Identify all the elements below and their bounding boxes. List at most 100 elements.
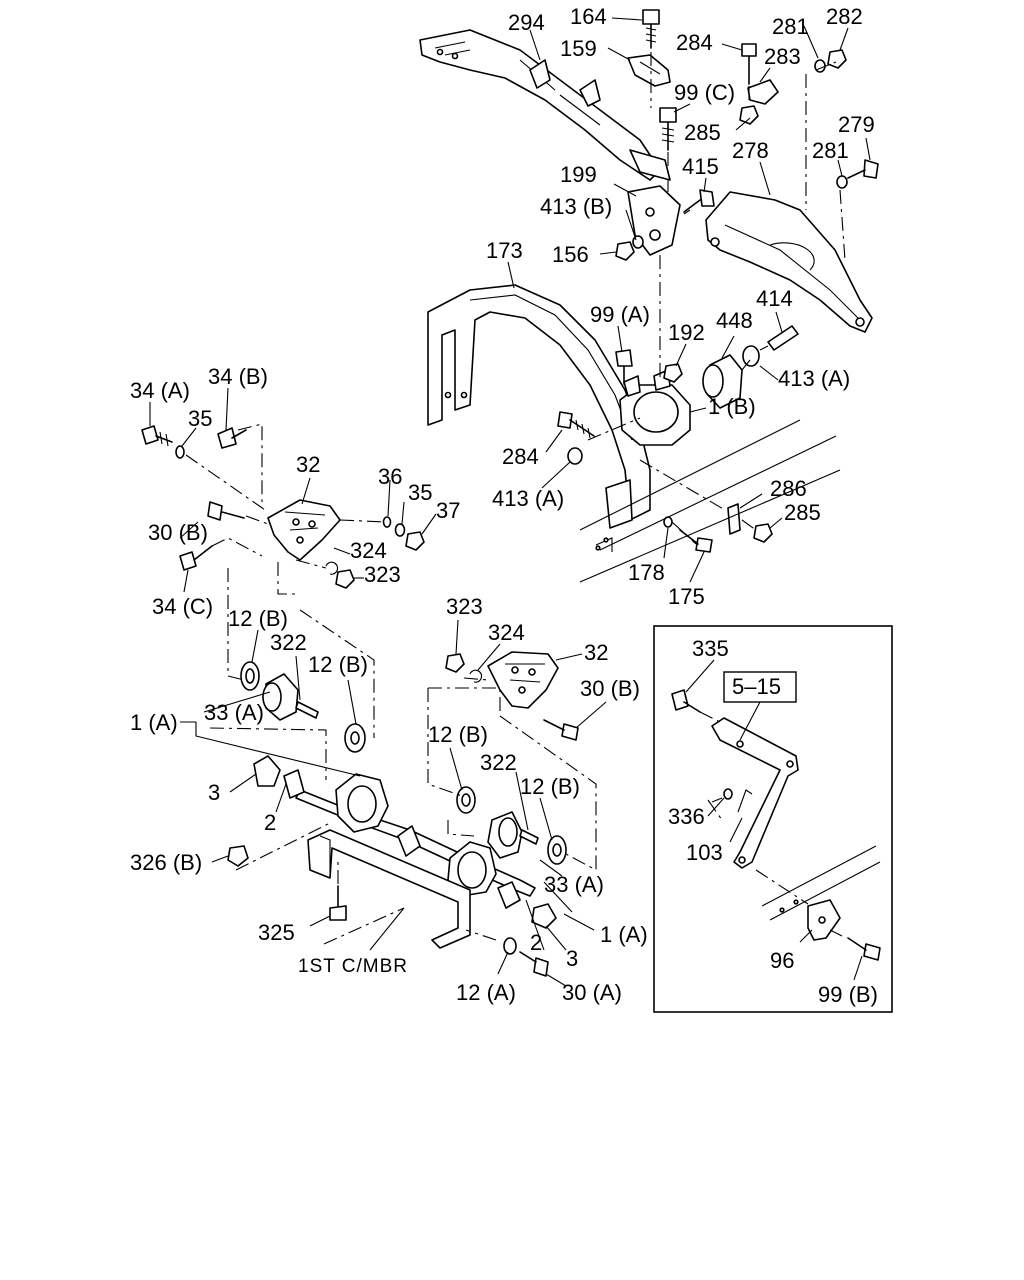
label-5-15: 5–15 xyxy=(732,674,781,699)
washer-413b xyxy=(632,235,644,249)
washer-413a-right xyxy=(742,345,760,367)
bolt-164 xyxy=(642,9,660,49)
label-34b: 34 (B) xyxy=(208,364,268,389)
label-1b: 1 (B) xyxy=(708,394,756,419)
label-281-mid: 281 xyxy=(812,138,849,163)
label-1st-crossmember: 1ST C/MBR xyxy=(298,956,408,977)
shaft-assembly xyxy=(253,755,557,929)
label-324-right: 324 xyxy=(488,620,525,645)
lever-link xyxy=(711,717,799,869)
label-99b: 99 (B) xyxy=(818,982,878,1007)
label-32-right: 32 xyxy=(584,640,608,665)
crossmember-278 xyxy=(705,191,873,333)
label-323-left: 323 xyxy=(364,562,401,587)
bolt-30b-left xyxy=(207,501,245,521)
washer-35-right xyxy=(394,523,406,537)
label-448: 448 xyxy=(716,308,753,333)
pin-322-right xyxy=(519,829,539,845)
alignment-lines xyxy=(185,52,846,945)
bolt-284-mid xyxy=(557,411,595,439)
nut-156 xyxy=(615,241,635,261)
label-30b-left: 30 (B) xyxy=(148,520,208,545)
label-284-mid: 284 xyxy=(502,444,539,469)
label-294: 294 xyxy=(508,10,545,35)
label-1a-right: 1 (A) xyxy=(600,922,648,947)
label-12b-4: 12 (B) xyxy=(520,774,580,799)
bolt-34b xyxy=(217,427,247,449)
label-35-right: 35 xyxy=(408,480,432,505)
label-96: 96 xyxy=(770,948,794,973)
label-325: 325 xyxy=(258,920,295,945)
washer-12b-4 xyxy=(547,835,567,865)
label-322-left: 322 xyxy=(270,630,307,655)
leader-lines xyxy=(149,17,871,987)
label-283: 283 xyxy=(764,44,801,69)
label-199: 199 xyxy=(560,162,597,187)
label-326b: 326 (B) xyxy=(130,850,202,875)
label-99c: 99 (C) xyxy=(674,80,735,105)
nut-323-left xyxy=(335,569,355,589)
label-324-left: 324 xyxy=(350,538,387,563)
label-413b: 413 (B) xyxy=(540,194,612,219)
washer-35-left xyxy=(175,445,185,459)
label-12b-2: 12 (B) xyxy=(308,652,368,677)
clip-159 xyxy=(627,54,671,87)
label-33a-right: 33 (A) xyxy=(544,872,604,897)
crossmember-173 xyxy=(427,284,651,529)
bolt-34a xyxy=(141,425,173,447)
label-279: 279 xyxy=(838,112,875,137)
callout-labels: 294 164 159 284 283 281 282 99 (C) 285 2… xyxy=(130,4,878,1007)
label-413a-right: 413 (A) xyxy=(778,366,850,391)
bolt-99c xyxy=(659,107,677,151)
label-284-top: 284 xyxy=(676,30,713,55)
cushion-33a-left xyxy=(262,673,299,721)
plate-286 xyxy=(727,503,741,535)
label-282: 282 xyxy=(826,4,863,29)
washer-281-mid xyxy=(836,175,848,189)
label-164: 164 xyxy=(570,4,607,29)
bracket-283 xyxy=(747,79,779,105)
washer-12b-1 xyxy=(240,661,260,691)
cushion-33a-right xyxy=(487,811,523,859)
bolt-335 xyxy=(671,689,701,713)
label-12b-3: 12 (B) xyxy=(428,722,488,747)
washer-36 xyxy=(382,516,392,528)
label-414: 414 xyxy=(756,286,793,311)
label-281-top: 281 xyxy=(772,14,809,39)
label-286: 286 xyxy=(770,476,807,501)
label-32-left: 32 xyxy=(296,452,320,477)
label-30a: 30 (A) xyxy=(562,980,622,1005)
label-278: 278 xyxy=(732,138,769,163)
label-37: 37 xyxy=(436,498,460,523)
label-3-left: 3 xyxy=(208,780,220,805)
label-413a-mid: 413 (A) xyxy=(492,486,564,511)
label-336: 336 xyxy=(668,804,705,829)
label-12a: 12 (A) xyxy=(456,980,516,1005)
label-1a-left: 1 (A) xyxy=(130,710,178,735)
pin-414 xyxy=(767,325,799,351)
label-178: 178 xyxy=(628,560,665,585)
label-30b-right: 30 (B) xyxy=(580,676,640,701)
label-12b-1: 12 (B) xyxy=(228,606,288,631)
label-34a: 34 (A) xyxy=(130,378,190,403)
bracket-32-left xyxy=(267,499,341,561)
pin-103 xyxy=(737,789,753,813)
label-36: 36 xyxy=(378,464,402,489)
washer-12b-2 xyxy=(344,723,366,753)
label-323-right: 323 xyxy=(446,594,483,619)
cushion-448 xyxy=(702,354,743,409)
bolt-284-top xyxy=(741,43,757,85)
nut-192 xyxy=(663,363,683,383)
nut-323-right xyxy=(445,653,465,673)
washer-413a-mid xyxy=(567,447,583,465)
pin-322-left xyxy=(295,701,319,719)
bracket-96 xyxy=(807,899,841,941)
frame-rail-294 xyxy=(419,29,671,181)
label-3-right: 3 xyxy=(566,946,578,971)
label-33a-left: 33 (A) xyxy=(204,700,264,725)
label-322-right: 322 xyxy=(480,750,517,775)
nut-37 xyxy=(405,531,425,551)
bolt-175 xyxy=(679,529,713,553)
label-2-left: 2 xyxy=(264,810,276,835)
clip-324-right xyxy=(469,669,483,683)
